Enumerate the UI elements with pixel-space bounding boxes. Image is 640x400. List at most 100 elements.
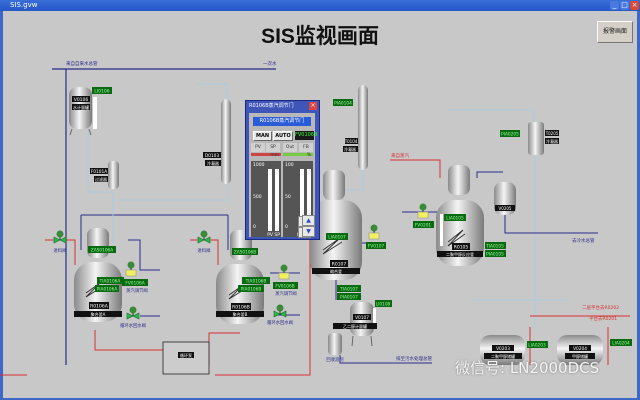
- pipe-label-source: 来自自来水总管: [66, 60, 98, 67]
- manual-button[interactable]: MAN: [253, 131, 272, 141]
- tag-label: V0203: [496, 346, 510, 352]
- level-tag: LIA0204: [612, 341, 630, 347]
- reactor-r0107[interactable]: LIA0107 R0107 缩合釜 FV0107 TIA0107 PIA0107: [310, 170, 386, 301]
- fv-tag: FV0106B: [275, 284, 294, 290]
- popup-close-button[interactable]: ×: [309, 102, 317, 110]
- pressure-tag: PIA0104: [334, 101, 352, 107]
- alarm-screen-button[interactable]: 报警画面: [597, 21, 633, 43]
- level-tag: LIA0105: [446, 216, 464, 222]
- scale-label: 100: [285, 163, 294, 168]
- unit-label: %: [306, 153, 311, 158]
- window-frame: [0, 11, 640, 400]
- col-sp: SP: [266, 143, 280, 152]
- tag-label: R0105: [454, 245, 469, 251]
- valve-label: 蒸汽调节阀: [275, 290, 296, 297]
- valve-label: 进料阀: [54, 247, 67, 254]
- pipe-label-primary-water: 一次水: [263, 60, 277, 67]
- out-increase-button[interactable]: ▲: [302, 215, 315, 226]
- pump-box[interactable]: 循环泵: [162, 341, 210, 375]
- desc-label: 水计量罐: [73, 104, 89, 110]
- col-fb: FB: [299, 143, 313, 152]
- fv-tag: FV0201: [415, 223, 432, 229]
- reactor-r0106b[interactable]: ZAS0106B TIA0106B PIA0106B R0106B 聚合釜B 进…: [197, 230, 298, 326]
- valve-label: 循环水回水阀: [120, 322, 146, 329]
- drum-recovery[interactable]: 回收溶剂: [326, 333, 344, 363]
- pipe-label-to-cooling: 去冷水总管: [572, 237, 595, 244]
- tag-label: V0205: [499, 206, 512, 211]
- column-d0103[interactable]: D0103 冷凝器: [203, 99, 231, 184]
- scale-label: 0: [285, 225, 288, 230]
- desc-label: 冷凝器: [344, 146, 356, 152]
- tia-tag: TIA0105: [485, 244, 504, 250]
- pia-tag: PIA0106A: [97, 287, 118, 293]
- filter-f0101a[interactable]: F0101A 过滤器: [90, 161, 119, 189]
- tank-v0203[interactable]: V0203 二聚甲醇储罐 LIA0203: [480, 335, 548, 365]
- out-fb-value-strip: [283, 153, 313, 156]
- reactor-r0105[interactable]: LIA0105 R0105 二聚甲醇反应釜 TIA0105 PIA0105 FV…: [413, 165, 506, 266]
- column-t0205[interactable]: PIA0205 T0205 冷凝器: [500, 122, 559, 155]
- za-tag: ZAS0106A: [91, 248, 114, 254]
- popup-title: R0106B蒸汽调节门: [249, 103, 294, 109]
- tag-label: V0107: [355, 315, 369, 321]
- tia-tag: TIA0107: [339, 287, 358, 293]
- maximize-button[interactable]: □: [620, 1, 629, 10]
- tag-label: R0107: [332, 262, 347, 268]
- fv-tag: FV0107: [368, 244, 385, 250]
- tag-label: T0205: [545, 131, 559, 136]
- desc-label: 甲醇储罐: [572, 353, 588, 359]
- za-tag: ZAS0106B: [234, 250, 257, 256]
- tia-tag: TIA0106A: [99, 279, 121, 285]
- desc-label: 冷凝器: [207, 160, 219, 166]
- page-title: SIS监视画面: [261, 25, 379, 48]
- scale-label: 0: [253, 225, 256, 230]
- pv-sp-value-strip: [251, 153, 281, 156]
- desc-label: 乙二醇计量罐: [343, 323, 367, 329]
- close-button[interactable]: ×: [630, 1, 639, 10]
- tag-label: V0106: [74, 97, 89, 103]
- column-t0104[interactable]: PIA0104 T0104 冷凝器: [333, 85, 368, 170]
- col-out: Out: [283, 143, 297, 152]
- level-tag: LIA0107: [328, 235, 346, 241]
- sp-bar: [275, 169, 279, 231]
- pia-tag: PIA0106B: [241, 287, 262, 293]
- desc-label: 冷凝器: [546, 138, 558, 144]
- tag-label: R0106A: [90, 304, 109, 310]
- fv-tag: FV0106A: [125, 281, 144, 287]
- pipe-label-steam: 来自蒸汽: [391, 152, 409, 159]
- window-titlebar: SIS.gvw _ □ ×: [0, 0, 640, 11]
- scale-label: 500: [253, 195, 262, 200]
- separator-v0205[interactable]: V0205: [494, 182, 516, 215]
- desc-label: 二聚甲醇反应釜: [446, 251, 474, 257]
- level-tag: LIA0203: [528, 343, 546, 349]
- valve-label: 蒸汽调节阀: [126, 287, 147, 294]
- pipe-label-n2-1: 二层平台去R0202: [582, 304, 619, 311]
- auto-button[interactable]: AUTO: [273, 131, 293, 141]
- out-bar: [300, 169, 304, 231]
- popup-titlebar[interactable]: R0106B蒸汽调节门 ×: [246, 101, 319, 112]
- tank-v0106[interactable]: V0106 水计量罐 LI0106: [69, 87, 112, 136]
- tank-v0204[interactable]: V0204 甲醇储罐 LIA0204: [557, 335, 632, 365]
- desc-label: 二聚甲醇储罐: [491, 353, 515, 359]
- reactor-r0106a[interactable]: ZAS0106A TIA0106A PIA0106A R0106A 聚合釜A 进…: [53, 228, 148, 329]
- desc-label: 聚合釜A: [91, 311, 106, 317]
- scale-label: 1000: [253, 163, 265, 168]
- tag-label: T0104: [344, 139, 358, 144]
- desc-label: 回收溶剂: [326, 356, 343, 363]
- tia-tag: TIA0106B: [245, 279, 267, 285]
- pv-sp-bargraph: mm 1000 500 0 PV SP: [251, 153, 281, 238]
- pipe-label-n2-2: 平台去R0201: [589, 315, 617, 322]
- minimize-button[interactable]: _: [610, 1, 619, 10]
- pv-bar: [268, 169, 272, 231]
- tank-v0107[interactable]: LI0108 V0107 乙二醇计量罐: [333, 300, 392, 347]
- tag-label: R0106B: [232, 305, 250, 311]
- watermark: 微信号: LN2000DCS: [455, 359, 600, 377]
- pia-tag: PIA0105: [486, 252, 504, 258]
- fb-bar: [307, 169, 311, 231]
- desc-label: 缩合釜: [330, 268, 342, 274]
- out-decrease-button[interactable]: ▼: [302, 226, 315, 237]
- desc-label: 过滤器: [95, 176, 107, 182]
- pia-tag: PIA0107: [340, 295, 358, 301]
- desc-label: 循环泵: [180, 352, 192, 358]
- desc-label: 聚合釜B: [233, 311, 248, 317]
